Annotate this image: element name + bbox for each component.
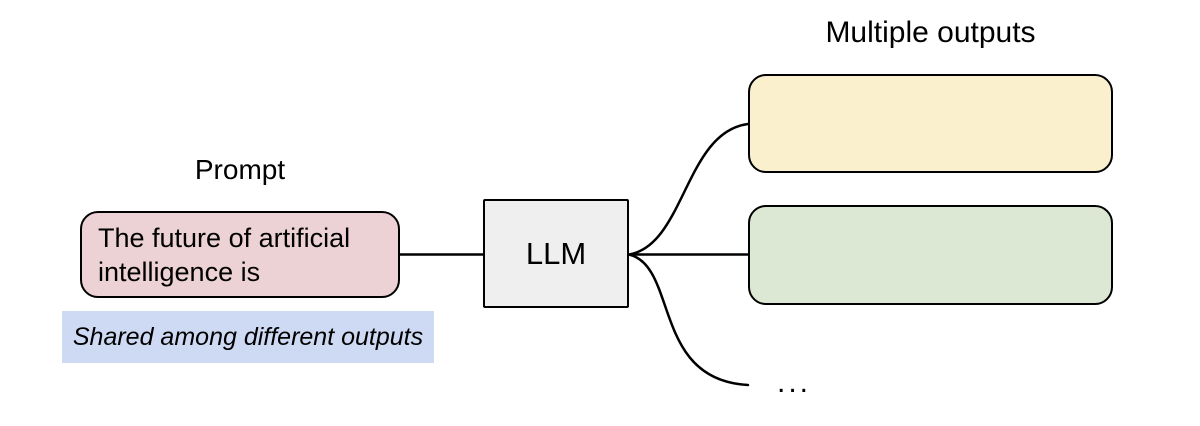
output-box-top: [748, 74, 1113, 173]
llm-box-label: LLM: [525, 235, 587, 271]
shared-prompt-note: Shared among different outputs: [62, 311, 434, 363]
prompt-text-line-1: The future of artificial: [98, 222, 351, 253]
more-outputs-ellipsis: ...: [777, 366, 812, 399]
llm-box: LLM: [483, 199, 629, 308]
outputs-section-title: Multiple outputs: [825, 16, 1036, 49]
prompt-text-line-2: intelligence is: [98, 256, 261, 287]
prompt-box: The future of artificial intelligence is: [80, 211, 400, 298]
llm-to-more-outputs-connector: [627, 253, 750, 387]
prompt-section-title: Prompt: [194, 154, 286, 185]
llm-to-output-top-connector: [627, 122, 750, 256]
output-box-middle: [748, 205, 1113, 305]
